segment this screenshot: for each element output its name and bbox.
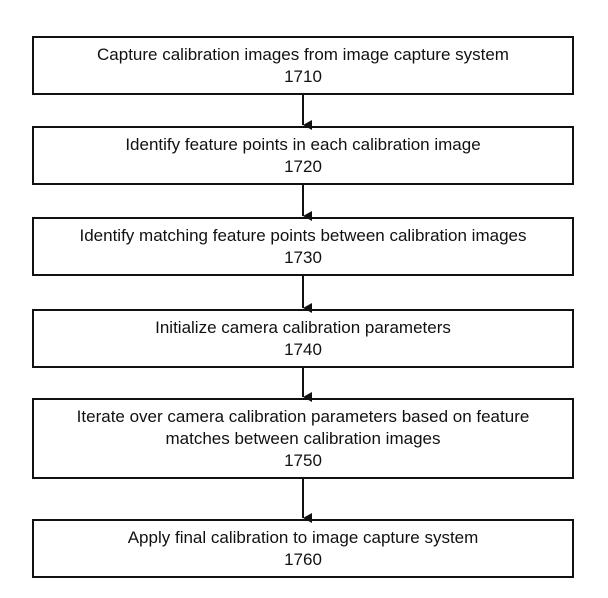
step-label: Iterate over camera calibration paramete… [48, 406, 558, 450]
step-capture-calibration-images: Capture calibration images from image ca… [32, 36, 574, 95]
step-reference-number: 1710 [284, 66, 322, 88]
step-reference-number: 1750 [284, 450, 322, 472]
step-label: Capture calibration images from image ca… [97, 44, 509, 66]
step-label: Identify feature points in each calibrat… [125, 134, 480, 156]
step-reference-number: 1740 [284, 339, 322, 361]
step-label: Apply final calibration to image capture… [128, 527, 479, 549]
step-identify-matching-feature-points: Identify matching feature points between… [32, 217, 574, 276]
step-reference-number: 1720 [284, 156, 322, 178]
step-label: Initialize camera calibration parameters [155, 317, 451, 339]
step-identify-feature-points: Identify feature points in each calibrat… [32, 126, 574, 185]
step-reference-number: 1730 [284, 247, 322, 269]
step-initialize-calibration-parameters: Initialize camera calibration parameters… [32, 309, 574, 368]
step-reference-number: 1760 [284, 549, 322, 571]
step-apply-final-calibration: Apply final calibration to image capture… [32, 519, 574, 578]
step-label: Identify matching feature points between… [80, 225, 527, 247]
step-iterate-calibration-parameters: Iterate over camera calibration paramete… [32, 398, 574, 479]
